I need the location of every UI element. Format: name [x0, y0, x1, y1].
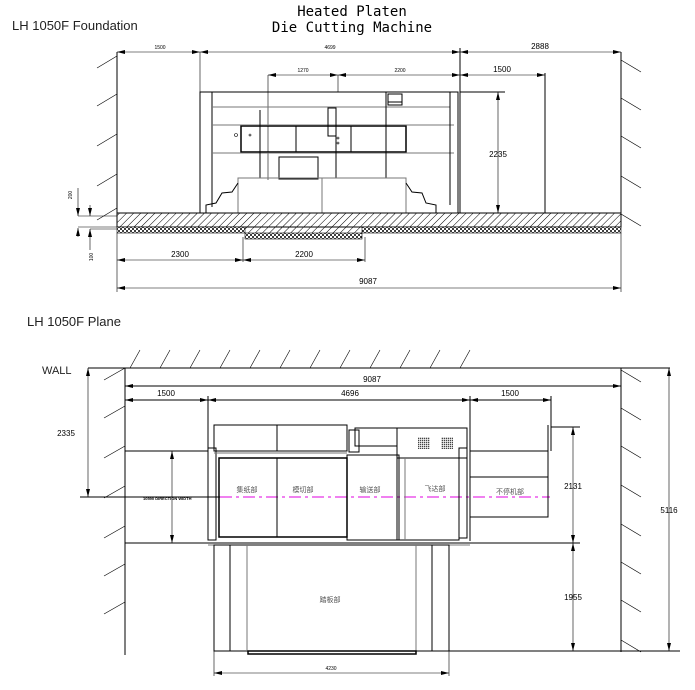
section-transfer-label: 输送部: [360, 485, 381, 494]
left-wall-hatch: [96, 52, 118, 221]
dim-machine-length: 4696: [341, 389, 359, 398]
dim-front-clearance: 1955: [564, 593, 582, 602]
floor-slab-hatch: [116, 212, 622, 228]
centerline-label: 10590 DIRECTION WIDTH: [143, 496, 192, 501]
drawing-title-line2: Die Cutting Machine: [272, 20, 432, 36]
dim-wall-to-center: 2335: [57, 429, 75, 438]
gravel-bed-left: [116, 226, 246, 234]
section-nonstop-label: 不停机部: [496, 487, 524, 496]
dim-total-depth: 5116: [660, 506, 678, 515]
dim-top-right: 2888: [531, 42, 549, 51]
vent-grille-right: [441, 437, 453, 449]
dim-bottom-pit: 2200: [295, 250, 313, 259]
gravel-bed-pit: [244, 232, 363, 240]
dim-right-width: 1500: [493, 65, 511, 74]
machine-plan: [207, 424, 580, 546]
section-platform-label: 踏板部: [320, 595, 341, 604]
machine-elevation: [199, 91, 459, 214]
plane-view-label: LH 1050F Plane: [27, 314, 121, 329]
section-delivery-label: 集纸部: [237, 485, 258, 494]
foundation-view-label: LH 1050F Foundation: [12, 18, 138, 33]
pit-slab-hatch: [245, 227, 362, 237]
dim-inner-right: 2200: [394, 68, 405, 74]
platform-pit: [213, 544, 450, 655]
dim-bottom-left: 2300: [171, 250, 189, 259]
plane-left-wall-hatch: [103, 367, 126, 615]
dim-left-upper: 200: [68, 191, 74, 200]
dim-inner-left: 1270: [297, 68, 308, 74]
drawing-title-line1: Heated Platen: [297, 4, 407, 20]
dim-total-width: 9087: [363, 375, 381, 384]
vent-grille-left: [418, 437, 430, 449]
dim-top-left: 1500: [154, 45, 165, 51]
dim-right-clearance: 1500: [501, 389, 519, 398]
dim-right-height: 2235: [489, 150, 507, 159]
dim-machine-width: 2131: [564, 482, 582, 491]
dim-top-middle: 4699: [324, 45, 335, 51]
right-wall-hatch: [620, 52, 642, 227]
dim-bottom-total: 9087: [359, 277, 377, 286]
plane-view: LH 1050F Plane WALL: [27, 314, 680, 676]
dim-left-clearance: 1500: [157, 389, 175, 398]
plane-right-wall-hatch: [620, 369, 642, 653]
gravel-bed-right: [361, 226, 622, 234]
top-wall-hatch: [129, 349, 471, 369]
wall-label: WALL: [42, 365, 72, 377]
section-diecut-label: 模切部: [293, 485, 314, 494]
foundation-view: LH 1050F Foundation 1500 4699 2888 12: [12, 18, 642, 292]
dim-pit-width: 4230: [325, 666, 336, 672]
dim-left-lower: 100: [89, 253, 95, 262]
section-feeder-label: 飞达部: [425, 484, 446, 493]
